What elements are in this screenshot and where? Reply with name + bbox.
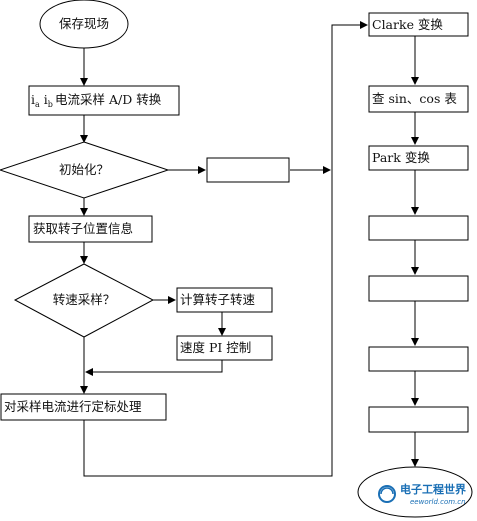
node-speed-pi: 速度 PI 控制 (176, 335, 273, 361)
sampling-sub-a: a (35, 100, 40, 109)
node-lookup: 查 sin、cos 表 (368, 85, 469, 113)
node-end (357, 466, 473, 518)
sampling-i-b: i (44, 92, 48, 107)
watermark-logo: 电子工程世界 eeworld.com.cn (378, 482, 466, 506)
node-init-target (206, 157, 290, 183)
clarke-label: Clarke 变换 (372, 17, 443, 32)
sampling-sub-b: b (48, 100, 53, 109)
eeworld-logo-icon (378, 485, 396, 503)
start-label: 保存现场 (59, 16, 109, 31)
node-init-check: 初始化？ (0, 141, 170, 199)
sampling-label-prefix: ia ib (31, 92, 53, 109)
node-box7 (368, 406, 469, 433)
speed-check-label: 转速采样？ (53, 292, 116, 307)
watermark-url: eeworld.com.cn (410, 498, 466, 506)
node-sampling: ia ib 电流采样 A/D 转换 (28, 85, 180, 116)
watermark-logo-text: 电子工程世界 (400, 482, 466, 496)
line-scale-to-clarke (83, 21, 368, 477)
arrow-pi-back (85, 360, 223, 376)
node-rotor-position: 获取转子位置信息 (28, 215, 153, 243)
park-label: Park 变换 (372, 150, 430, 165)
node-scale-process: 对采样电流进行定标处理 (0, 393, 167, 421)
calc-speed-label: 计算转子转速 (180, 292, 256, 307)
connectors (80, 21, 368, 477)
rotor-position-label: 获取转子位置信息 (33, 221, 133, 236)
lookup-label: 查 sin、cos 表 (372, 91, 457, 106)
init-check-label: 初始化？ (59, 162, 109, 177)
node-speed-check: 转速采样？ (13, 263, 155, 338)
node-calc-speed: 计算转子转速 (176, 287, 273, 313)
node-box4 (368, 215, 469, 241)
speed-pi-label: 速度 PI 控制 (180, 340, 251, 355)
node-box6 (368, 346, 469, 372)
node-box5 (368, 275, 469, 302)
sampling-label: 电流采样 A/D 转换 (55, 92, 162, 107)
node-clarke: Clarke 变换 (368, 12, 469, 37)
node-park: Park 变换 (368, 145, 469, 171)
scale-process-label: 对采样电流进行定标处理 (4, 399, 142, 414)
sampling-i-a: i (31, 92, 35, 107)
node-start: 保存现场 (39, 0, 129, 49)
